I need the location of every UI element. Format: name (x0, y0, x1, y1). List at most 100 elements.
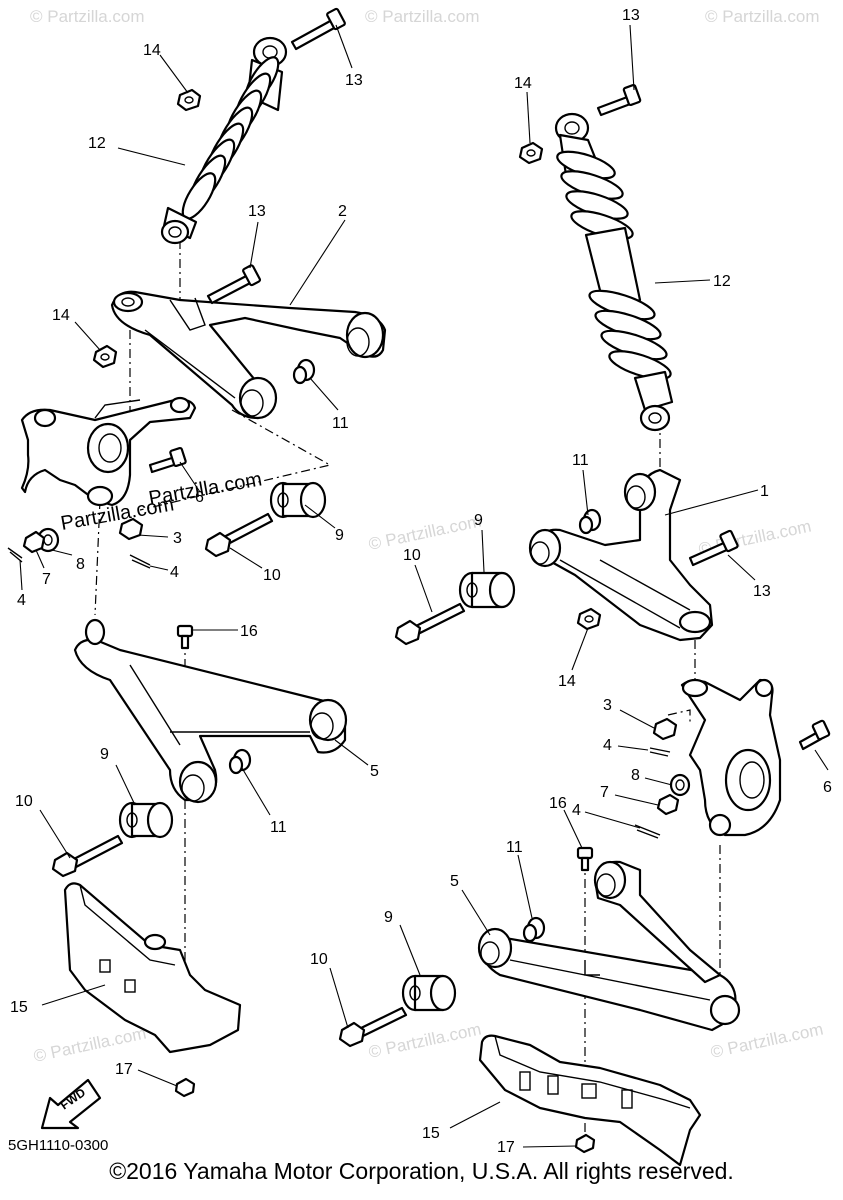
callout-6: 6 (823, 779, 832, 796)
bushing-9-mid-left (269, 481, 327, 519)
watermark: © Partzilla.com (709, 1020, 825, 1062)
callout-9: 9 (474, 512, 483, 529)
bolt-16-right (576, 846, 594, 872)
callout-5: 5 (370, 763, 379, 780)
callout-17: 17 (115, 1061, 133, 1078)
cotter-pin-4-right (634, 747, 671, 839)
callout-1: 1 (760, 483, 769, 500)
callout-12: 12 (88, 135, 106, 152)
nut-14-upper-left (176, 88, 202, 112)
lower-arm-right (477, 860, 741, 1032)
nut-14-mid-right (576, 607, 602, 631)
bolt-10-mid-right (394, 602, 466, 646)
fwd-arrow-icon: FWD (40, 1078, 102, 1130)
callout-9: 9 (384, 909, 393, 926)
callout-14: 14 (514, 75, 532, 92)
callout-15: 15 (422, 1125, 440, 1142)
callout-5: 5 (450, 873, 459, 890)
callout-14: 14 (52, 307, 70, 324)
callout-10: 10 (263, 567, 281, 584)
callout-11: 11 (506, 839, 523, 856)
lower-arm-left (73, 618, 348, 804)
copyright-notice: ©2016 Yamaha Motor Corporation, U.S.A. A… (109, 1158, 734, 1184)
watermarks: © Partzilla.com © Partzilla.com © Partzi… (30, 7, 825, 1066)
callout-10: 10 (310, 951, 328, 968)
callout-10: 10 (403, 547, 421, 564)
callout-13: 13 (753, 583, 771, 600)
assembly-line (139, 409, 332, 511)
callout-11: 11 (332, 415, 349, 432)
nut-14-mid-left (92, 344, 118, 369)
callout-10: 10 (15, 793, 33, 810)
callout-13: 13 (622, 7, 640, 24)
nut-17-left (174, 1077, 196, 1098)
nut-7-right (656, 793, 680, 816)
bolt-13-upper-right (596, 83, 642, 117)
bolt-10-lower-left (51, 834, 124, 878)
assembly-line (94, 499, 101, 616)
diagram-code: 5GH1110-0300 (8, 1137, 108, 1154)
leader-lines (19, 24, 829, 1148)
callout-8: 8 (631, 767, 640, 784)
bushing-11-upper-right (578, 508, 602, 535)
callout-3: 3 (603, 697, 612, 714)
bolt-16-left (176, 624, 194, 650)
callout-13: 13 (345, 72, 363, 89)
shock-absorber-left (160, 36, 288, 245)
bushing-9-lower-right (401, 974, 457, 1012)
callout-16: 16 (240, 623, 258, 640)
bushing-9-mid-right (458, 571, 516, 609)
callout-16: 16 (549, 795, 567, 812)
bushing-11-lower-left (228, 748, 252, 775)
washer-8-right (669, 773, 691, 797)
nut-14-upper-right (518, 141, 544, 165)
skid-plate-15-left (63, 882, 242, 1054)
watermark: © Partzilla.com (705, 7, 820, 26)
callout-8: 8 (76, 556, 85, 573)
skid-plate-15-right (478, 1034, 702, 1167)
callout-2: 2 (338, 203, 347, 220)
bolt-6-left (148, 446, 187, 474)
callout-4: 4 (17, 592, 26, 609)
callout-11: 11 (572, 452, 589, 469)
callout-9: 9 (100, 746, 109, 763)
bushing-11-upper-left (292, 358, 316, 385)
bolt-13-upper-left (290, 7, 346, 51)
nut-7-left (22, 530, 46, 554)
callout-17: 17 (497, 1139, 515, 1156)
callout-9: 9 (335, 527, 344, 544)
watermark: © Partzilla.com (32, 1024, 148, 1066)
bolt-10-mid-left (204, 512, 274, 558)
shock-absorber-right (554, 112, 674, 432)
bolt-13-mid-left (206, 264, 262, 305)
castle-nut-3-right (652, 717, 678, 741)
steering-knuckle-right (680, 678, 782, 837)
callout-4: 4 (170, 564, 179, 581)
callout-3: 3 (173, 530, 182, 547)
callout-15: 15 (10, 999, 28, 1016)
bolt-6-right (798, 719, 831, 751)
watermark: © Partzilla.com (365, 7, 480, 26)
callout-14: 14 (143, 42, 161, 59)
callout-4: 4 (572, 802, 581, 819)
callout-6: 6 (195, 489, 204, 506)
callout-12: 12 (713, 273, 731, 290)
nut-17-right (574, 1133, 596, 1154)
callouts: 14 13 12 2 13 14 11 6 3 4 9 8 7 4 10 16 … (10, 7, 832, 1156)
callout-7: 7 (600, 784, 609, 801)
bolt-13-mid-right (688, 529, 739, 567)
assembly-line (667, 709, 691, 725)
watermark: © Partzilla.com (30, 7, 145, 26)
upper-arm-left (110, 290, 387, 420)
bushing-9-lower-left (118, 801, 174, 839)
callout-7: 7 (42, 571, 51, 588)
callout-14: 14 (558, 673, 576, 690)
bolt-10-lower-right (338, 1006, 408, 1048)
callout-13: 13 (248, 203, 266, 220)
steering-knuckle-left (20, 396, 197, 507)
watermark: © Partzilla.com (367, 512, 483, 554)
callout-4: 4 (603, 737, 612, 754)
bushing-11-lower-right (522, 916, 546, 943)
callout-11: 11 (270, 819, 287, 836)
